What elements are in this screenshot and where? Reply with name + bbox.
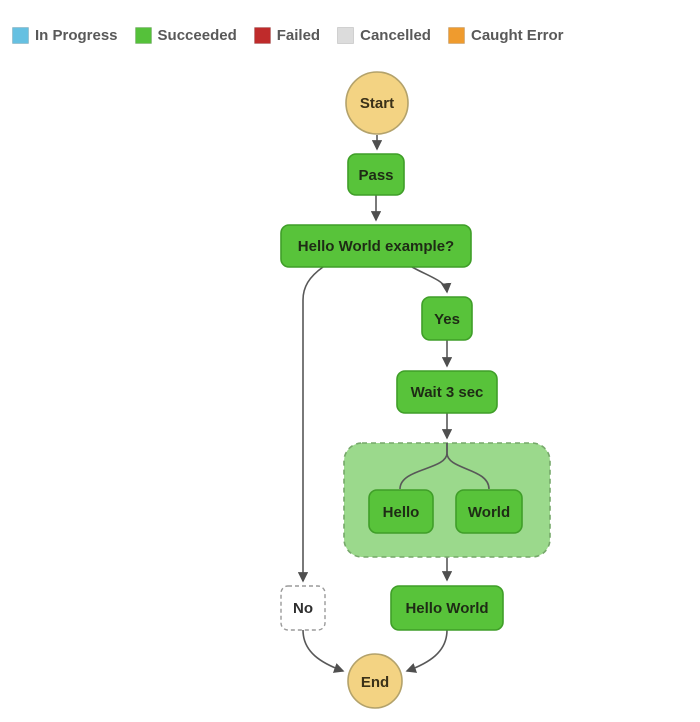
failed-swatch-icon [253,27,271,44]
node-no[interactable]: No [280,585,326,631]
legend-label: Cancelled [360,27,431,44]
status-legend: In Progress Succeeded Failed Cancelled C… [12,27,564,44]
node-parallel-world[interactable]: World [455,489,523,534]
legend-label: Caught Error [470,27,564,44]
choice-label: Hello World example? [298,238,454,255]
start-circle [345,71,409,135]
hello-world-label: Hello World [405,600,488,617]
cancelled-swatch-icon [337,27,355,44]
yes-label: Yes [434,311,460,328]
choice-box [280,224,472,268]
caught-error-swatch-icon [447,27,465,44]
legend-item-failed: Failed [253,27,321,44]
succeeded-swatch-icon [134,27,152,44]
legend-item-succeeded: Succeeded [134,27,237,44]
edge-choice-to-no [297,266,324,583]
world-label: World [468,504,510,521]
node-wait[interactable]: Wait 3 sec [396,370,498,414]
no-label: No [293,600,313,617]
end-label: End [361,674,389,691]
node-start[interactable]: Start [345,71,409,135]
node-yes[interactable]: Yes [421,296,473,341]
start-label: Start [360,95,394,112]
edge-choice-to-yes [411,266,452,294]
edge-parallel-fork-right [446,443,490,490]
legend-label: Failed [276,27,321,44]
node-hello-world[interactable]: Hello World [390,585,504,631]
world-box [455,489,523,534]
in-progress-swatch-icon [12,27,29,44]
wait-label: Wait 3 sec [411,384,484,401]
node-parallel-hello[interactable]: Hello [368,489,434,534]
legend-label: Succeeded [157,27,237,44]
pass-box [347,153,405,196]
node-pass[interactable]: Pass [347,153,405,196]
hello-label: Hello [383,504,420,521]
legend-label: In Progress [35,27,118,44]
legend-item-caught-error: Caught Error [447,27,564,44]
legend-item-cancelled: Cancelled [337,27,431,44]
legend-item-in-progress: In Progress [12,27,118,44]
hello-world-box [390,585,504,631]
wait-box [396,370,498,414]
end-circle [347,653,403,709]
yes-box [421,296,473,341]
edge-no-to-end [302,629,345,673]
hello-box [368,489,434,534]
no-box [280,585,326,631]
edge-hello-world-to-end [405,629,448,673]
node-end[interactable]: End [347,653,403,709]
pass-label: Pass [358,167,393,184]
node-choice[interactable]: Hello World example? [280,224,472,268]
